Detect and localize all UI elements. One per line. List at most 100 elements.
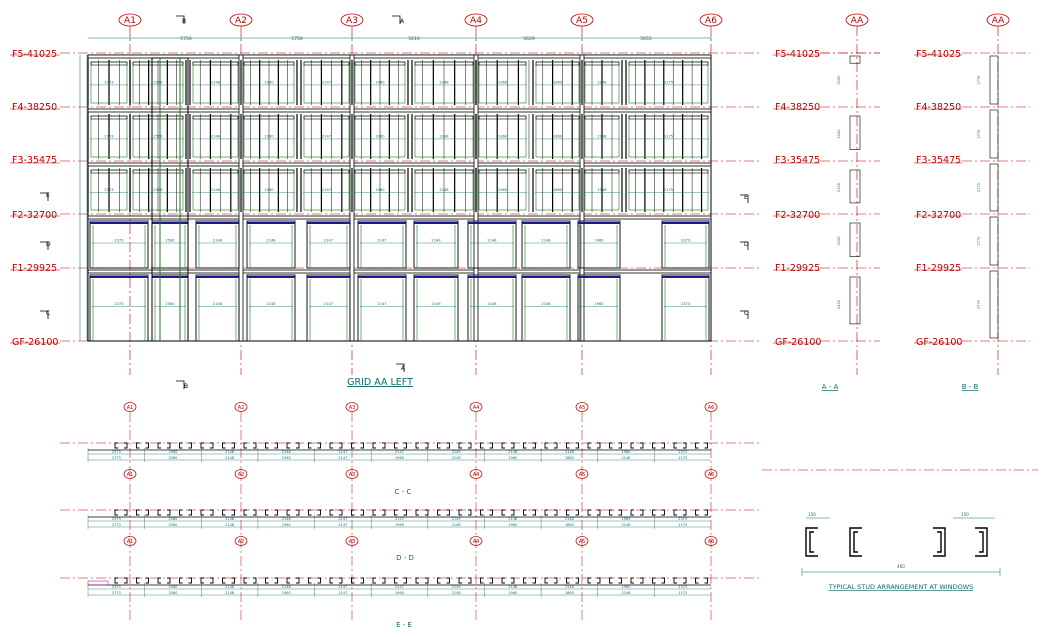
- door-dim-text: 2560: [165, 239, 175, 243]
- plan-dim-text: 2147: [338, 585, 347, 589]
- plan-stud-glyph: [425, 577, 429, 584]
- plan-stud-glyph: [339, 577, 343, 584]
- plan-stud-glyph: [652, 509, 656, 516]
- plan-stud-glyph: [339, 509, 343, 516]
- plan-stud-glyph: [308, 509, 312, 516]
- bay-dim-1: 5750: [180, 36, 192, 42]
- section-aa-wall: [849, 276, 861, 325]
- window-dim-text: 1175: [664, 80, 673, 84]
- plan-stud-glyph: [501, 509, 505, 516]
- plan-stud-glyph: [695, 509, 699, 516]
- window-dim-text: 2560: [153, 188, 163, 192]
- plan-stud-glyph: [630, 442, 634, 449]
- plan-dim-text: 2148: [565, 585, 574, 589]
- plan-stud-glyph: [532, 509, 536, 516]
- plan-stud-glyph: [136, 509, 140, 516]
- window-dim-text: 2147: [322, 80, 331, 84]
- plan-stud-glyph: [231, 509, 235, 516]
- window-dim-text: 1175: [664, 188, 673, 192]
- plan-dim-text: 2147: [395, 517, 404, 521]
- plan-stud-glyph: [501, 442, 505, 449]
- plan-grid-bubble: [123, 402, 137, 412]
- section-bb-wall: [989, 270, 999, 339]
- door-dim-text: 2373: [681, 302, 690, 306]
- plan-stud-glyph: [480, 442, 484, 449]
- plan-dim-text-2: 1960: [508, 591, 517, 595]
- door-dim-text: 2148: [487, 239, 497, 243]
- door-opening: [246, 274, 296, 342]
- door-opening: [661, 274, 710, 342]
- plan-stud-glyph: [243, 442, 247, 449]
- window-head: [132, 115, 184, 120]
- plan-stud-glyph: [532, 442, 536, 449]
- marker-e-right: E: [744, 194, 748, 201]
- level-labels-section-aa: F5-41025 F4-38250 F3-35475 F2-32700 F1-2…: [775, 49, 821, 348]
- window-dim-text: 1960: [375, 188, 385, 192]
- elevation-outline: [87, 54, 712, 342]
- title-section-aa: A - A: [822, 383, 839, 391]
- window-dim-text: 1960: [264, 80, 274, 84]
- section-bb-dim: 2775: [977, 300, 981, 309]
- door-opening: [89, 220, 149, 269]
- plan-stud-glyph: [640, 442, 644, 449]
- plan-stud-glyph: [511, 509, 515, 516]
- window-dim-text: 2560: [153, 134, 163, 138]
- grid-bubbles-top: A1 A2 A3 A4 A5 A6 AA AA: [124, 16, 1005, 26]
- window-dim-text: 1860: [553, 80, 563, 84]
- plan-grid-bubble-text: A1: [127, 405, 134, 411]
- plan-stud-glyph: [489, 577, 493, 584]
- section-arrow-left: [40, 192, 49, 201]
- plan-stud-glyph: [618, 442, 622, 449]
- bay-dimension-labels: 5750 5750 5610 5629 5655: [180, 36, 652, 42]
- plan-stud-glyph: [403, 442, 407, 449]
- grid-bubble-aa-2: AA: [992, 16, 1005, 26]
- plan-stud-glyph: [179, 577, 183, 584]
- plan-stud-glyph: [157, 442, 161, 449]
- plan-grid-bubble-text: A4: [473, 405, 480, 411]
- plan-stud-glyph: [415, 509, 419, 516]
- plan-stud-glyph: [351, 577, 355, 584]
- plan-stud-glyph: [222, 577, 226, 584]
- plan-dim-text: 2148: [565, 517, 574, 521]
- door-opening: [413, 220, 459, 269]
- door-opening: [195, 220, 240, 269]
- plan-stud-glyph: [136, 442, 140, 449]
- plan-stud-glyph: [437, 509, 441, 516]
- door-dim-text: 2373: [114, 239, 123, 243]
- plan-stud-glyph: [265, 442, 269, 449]
- door-dim-text: 2147: [377, 302, 386, 306]
- window-dim-text: 2148: [439, 134, 449, 138]
- plan-stud-glyph: [468, 577, 472, 584]
- plan-dim-text: 2373: [678, 450, 687, 454]
- plan-dim-text-2: 1960: [395, 456, 404, 460]
- plan-stud-glyph: [382, 442, 386, 449]
- window-dim-text: 1860: [553, 134, 563, 138]
- door-dim-text: 2147: [324, 302, 333, 306]
- aa-level-f2: F2-32700: [775, 210, 820, 221]
- plan-dim-text-2: 1175: [678, 523, 687, 527]
- window-dim-text: 2773: [104, 80, 113, 84]
- stud-dim-left: 150: [808, 512, 816, 517]
- plan-stud-glyph: [200, 509, 204, 516]
- plan-stud-glyph: [329, 577, 333, 584]
- window-head: [584, 169, 620, 174]
- plan-stud-glyph: [609, 577, 613, 584]
- plan-stud-glyph: [480, 577, 484, 584]
- plan-stud-glyph: [661, 442, 665, 449]
- plan-stud-glyph: [704, 577, 708, 584]
- plan-stud-glyph: [360, 577, 364, 584]
- section-bb-wall: [989, 163, 999, 212]
- bb-level-f5: F5-41025: [916, 49, 961, 60]
- plan-stud-glyph: [575, 577, 579, 584]
- window-head: [354, 61, 406, 66]
- door-opening: [521, 220, 571, 269]
- plan-dim-text: 2560: [168, 517, 177, 521]
- section-markers: B A B A E E D D C C: [46, 18, 749, 390]
- plan-dim-text: 2148: [508, 450, 517, 454]
- plan-stud-glyph: [222, 442, 226, 449]
- plan-stud-glyph: [511, 442, 515, 449]
- aa-level-gf: GF-26100: [775, 337, 821, 348]
- level-label-f5: F5-41025: [12, 49, 57, 60]
- window-head: [584, 61, 620, 66]
- plan-dim-text: 2148: [225, 450, 234, 454]
